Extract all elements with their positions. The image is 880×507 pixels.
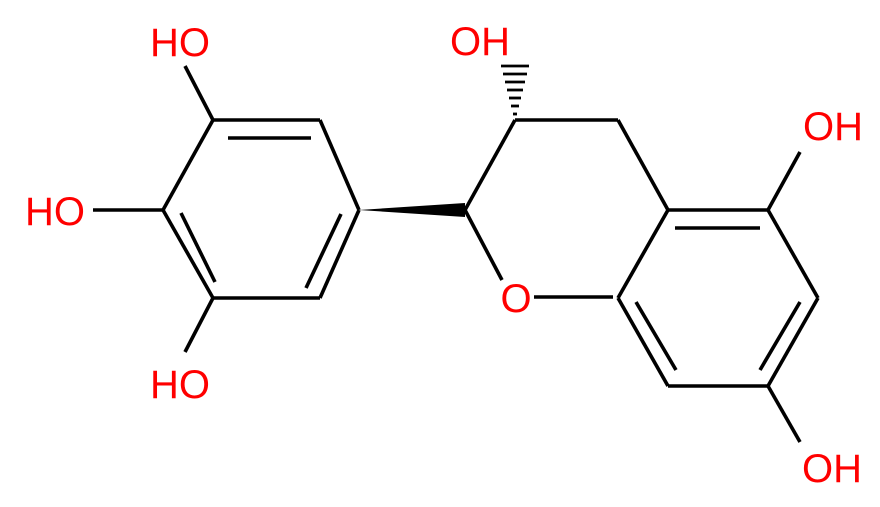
hydroxyl-label-5-prime: HO	[150, 363, 210, 407]
bond-b-ring	[318, 119, 361, 211]
bond-a-ring	[616, 209, 670, 299]
bond-b-ring	[161, 119, 215, 211]
bond-c4-c4a	[616, 119, 670, 211]
bond-c2-c3	[463, 119, 517, 211]
bond-oh-7	[766, 385, 802, 443]
hydroxyl-label-4-prime: HO	[25, 190, 85, 234]
bond-oh-5-prime	[183, 297, 215, 353]
bond-b-ring-double	[179, 212, 217, 283]
ring-oxygen-label: O	[500, 277, 531, 321]
hydroxyl-label-7: OH	[802, 447, 862, 491]
hydroxyl-label-5: OH	[803, 105, 863, 149]
bond-oh-3-prime	[183, 65, 215, 121]
atom-labels: HO HO HO OH OH O OH	[25, 20, 863, 491]
hydroxyl-label-3-prime: HO	[150, 21, 210, 65]
wedge-bond-c2-b-ring	[359, 203, 465, 217]
bond-b-ring	[161, 209, 215, 299]
bond-oh-5	[766, 151, 802, 211]
bond-a-ring-double	[758, 301, 802, 371]
bond-b-ring-double	[304, 213, 343, 289]
hash-bond-c3-oh	[501, 64, 529, 116]
bond-a-ring	[616, 297, 670, 387]
bond-c2-o1	[463, 209, 504, 281]
bond-a-ring	[766, 209, 820, 299]
hydroxyl-label-3: OH	[450, 20, 510, 64]
bond-a-ring-double	[634, 301, 678, 371]
bond-a-ring	[766, 297, 820, 387]
bond-b-ring	[318, 209, 361, 299]
bond-lines	[93, 65, 820, 443]
